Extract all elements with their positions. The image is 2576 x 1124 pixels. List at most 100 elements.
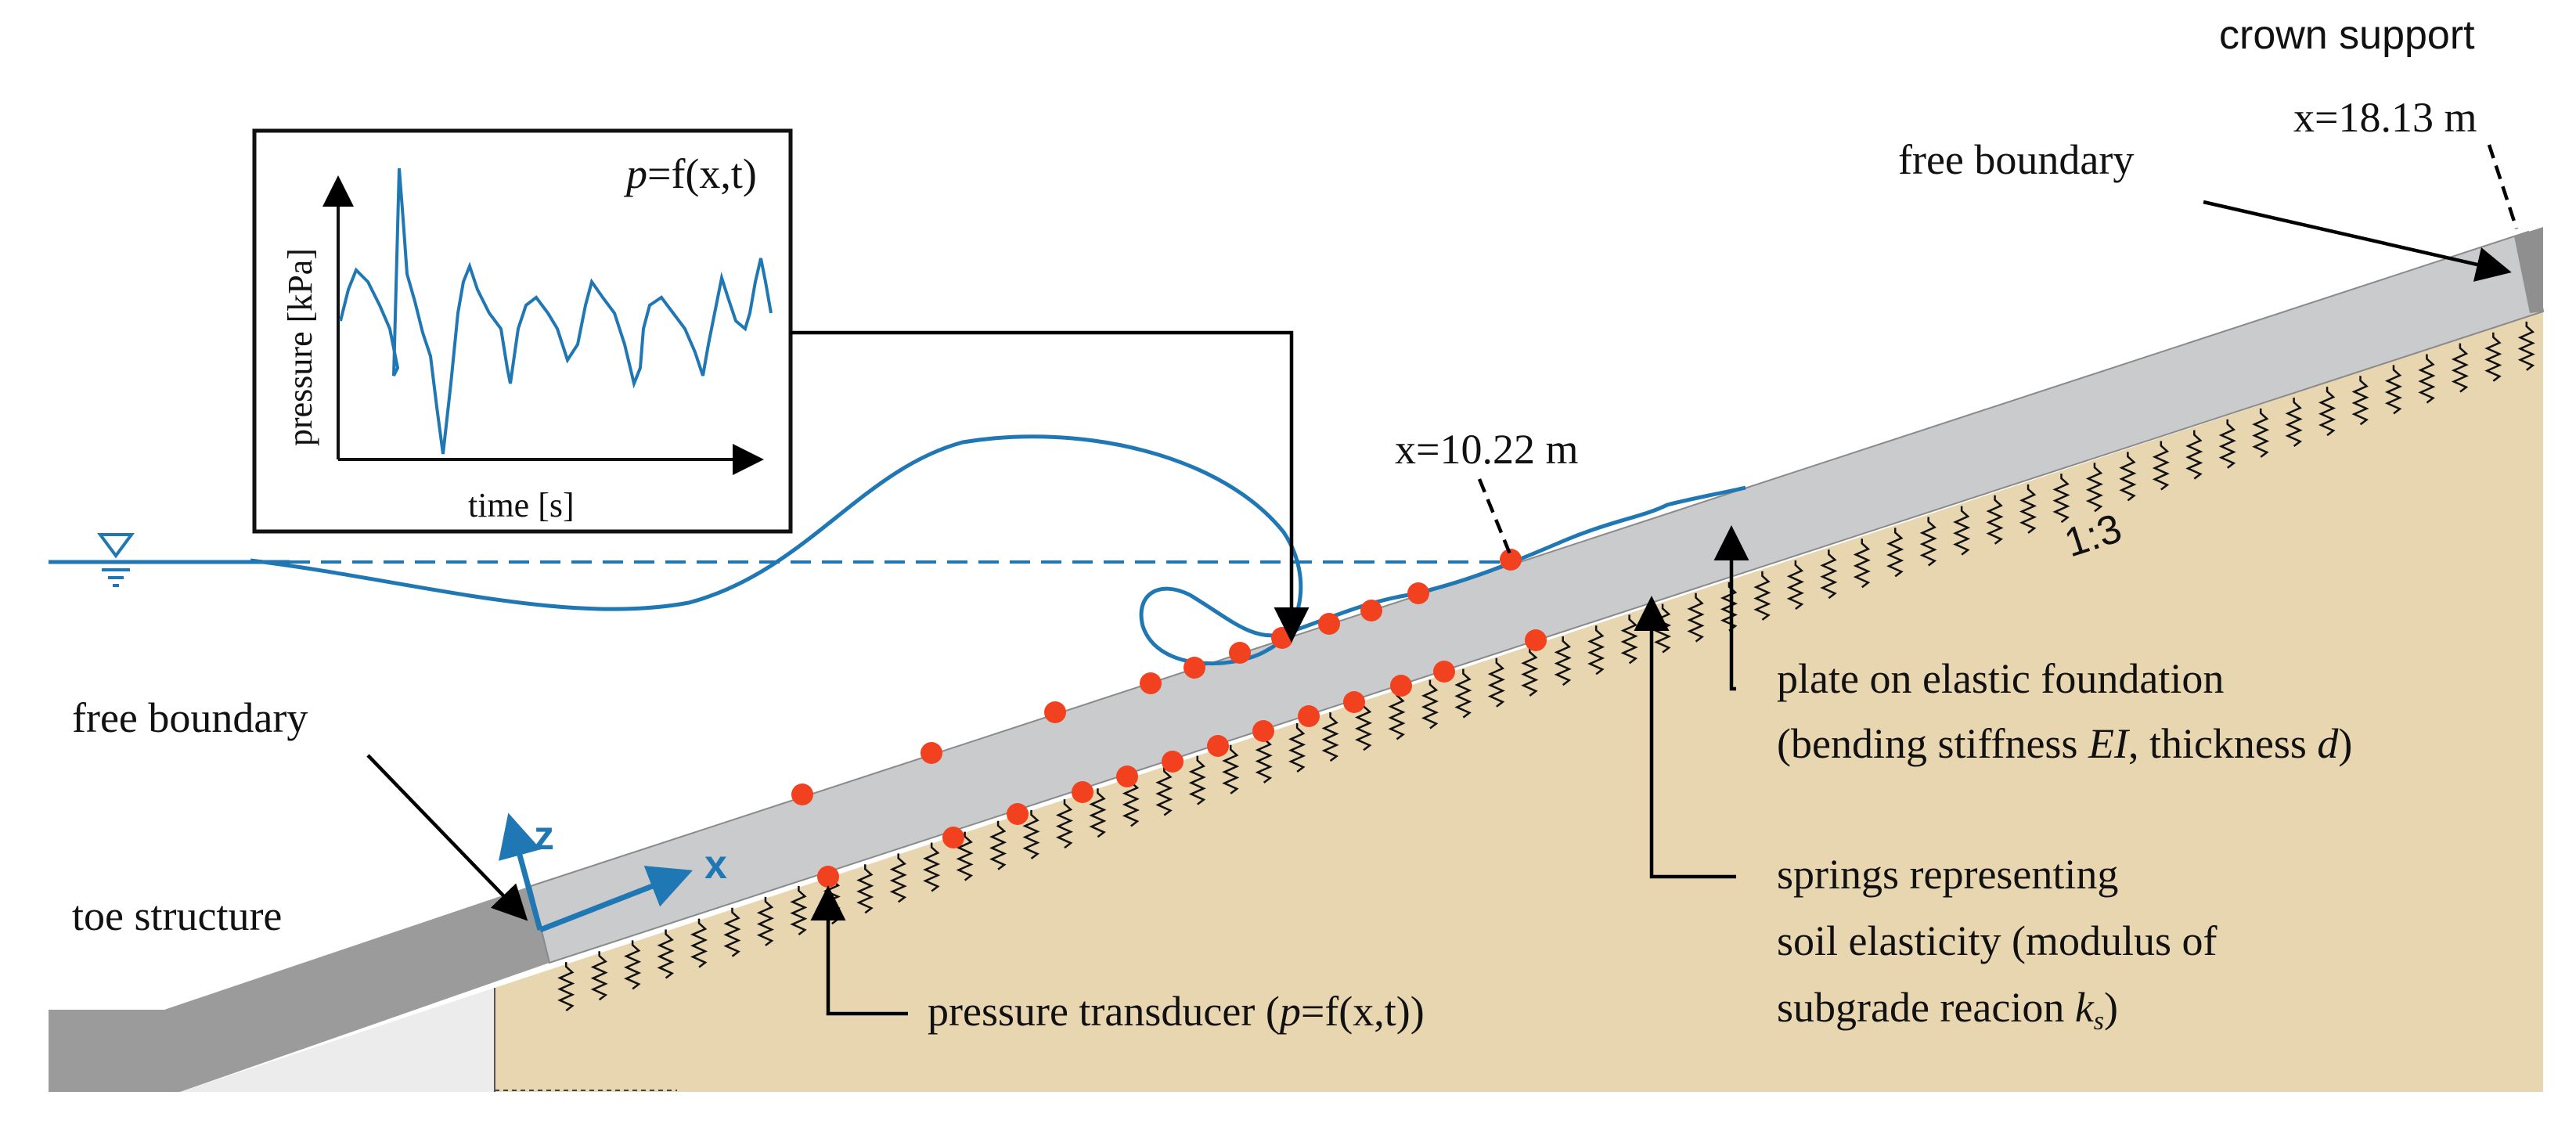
pressure-transducer-dot — [1162, 751, 1184, 773]
spring — [2185, 430, 2203, 480]
spring — [1255, 733, 1273, 784]
crown-support-label: crown support — [2219, 13, 2475, 58]
toe-structure — [49, 886, 549, 1092]
transducer-label: pressure transducer (p=f(x,t)) — [928, 988, 1425, 1035]
spring — [2451, 343, 2469, 393]
plate-label-line1: plate on elastic foundation — [1777, 655, 2224, 702]
spring — [2484, 332, 2502, 382]
pressure-transducer-dot — [1207, 735, 1229, 757]
pressure-transducer-dot — [1407, 582, 1429, 604]
pressure-trace — [339, 168, 773, 455]
inset-xlabel: time [s] — [468, 486, 575, 524]
spring — [723, 907, 741, 957]
pressure-transducer-dot — [1184, 657, 1205, 679]
spring — [1055, 799, 1074, 849]
free-boundary-left-label: free boundary — [72, 694, 308, 741]
spring — [1753, 571, 1771, 621]
spring — [1354, 701, 1373, 751]
spring — [2384, 365, 2403, 415]
pressure-transducer-dot — [1343, 691, 1365, 713]
spring — [2052, 474, 2070, 524]
mid-x-label: x=10.22 m — [1395, 426, 1578, 473]
crown-x-dash — [2487, 144, 2519, 229]
spring — [1953, 506, 1971, 556]
spring — [1222, 744, 1240, 794]
springs-leader — [1634, 596, 1736, 879]
spring — [1886, 528, 1904, 578]
plate-label-line2: (bending stiffness EI, thickness d) — [1777, 720, 2352, 767]
pressure-transducer-dot — [1007, 803, 1029, 825]
spring — [2418, 354, 2436, 404]
spring — [989, 820, 1007, 870]
pressure-transducer-dot — [1229, 642, 1251, 664]
spring — [956, 831, 974, 881]
spring — [856, 864, 874, 914]
spring — [790, 886, 808, 935]
spring — [1919, 517, 1937, 567]
pressure-transducer-dot — [1116, 766, 1138, 787]
spring — [1421, 679, 1439, 730]
spring — [2318, 387, 2336, 437]
spring — [1089, 788, 1107, 838]
springs-label-line3: subgrade reacion ks) — [1777, 984, 2118, 1036]
spring — [756, 896, 774, 946]
spring — [1188, 755, 1206, 805]
spring — [1521, 647, 1539, 697]
spring — [1454, 668, 1472, 719]
spring — [1786, 560, 1804, 610]
pressure-sensors — [791, 549, 1547, 888]
inset-leader — [791, 330, 1310, 643]
spring — [1122, 777, 1140, 827]
spring — [889, 853, 907, 903]
pressure-transducer-dot — [1044, 701, 1066, 723]
spring — [1487, 657, 1505, 708]
water-level-icon — [97, 533, 135, 587]
spring — [657, 929, 675, 979]
pressure-inset: p=f(x,t) pressure [kPa] time [s] — [252, 128, 793, 534]
inset-ylabel: pressure [kPa] — [281, 248, 319, 446]
spring — [1321, 712, 1339, 762]
free-boundary-top-label: free boundary — [1898, 136, 2134, 183]
pressure-transducer-dot — [1072, 781, 1093, 803]
pressure-transducer-dot — [1433, 661, 1455, 683]
plate-leader — [1713, 525, 1749, 691]
spring — [557, 962, 575, 1012]
spring — [1853, 539, 1871, 589]
spring — [1687, 593, 1705, 643]
spring — [690, 918, 708, 968]
toe-base — [180, 988, 495, 1092]
springs-layer — [557, 321, 2535, 1012]
pressure-transducer-dot — [1140, 672, 1162, 694]
coordinate-axes: x z — [499, 812, 727, 933]
toe-structure-label: toe structure — [72, 892, 282, 939]
mid-x-dash — [1477, 478, 1513, 557]
transducer-leader — [810, 885, 908, 1016]
free-boundary-top-arrow — [2203, 200, 2512, 282]
spring — [2019, 484, 2037, 534]
spring — [2152, 441, 2170, 491]
spring — [2351, 376, 2369, 426]
axis-z-label: z — [534, 813, 554, 859]
crown-x-label: x=18.13 m — [2293, 94, 2477, 141]
pressure-transducer-dot — [1252, 720, 1274, 742]
spring — [2517, 321, 2535, 371]
spring — [1022, 809, 1040, 859]
springs-label-line2: soil elasticity (modulus of — [1777, 917, 2217, 964]
inset-formula-label: p=f(x,t) — [623, 150, 757, 197]
spring — [1620, 614, 1638, 665]
spring — [590, 951, 608, 1001]
pressure-transducer-dot — [1360, 600, 1382, 621]
pressure-transducer-dot — [1525, 629, 1547, 651]
pressure-transducer-dot — [1390, 675, 1412, 697]
spring — [1986, 495, 2004, 545]
spring — [1820, 549, 1838, 600]
spring — [923, 842, 941, 892]
free-boundary-left-arrow — [366, 754, 528, 921]
pressure-transducer-dot — [921, 742, 942, 764]
spring — [1388, 690, 1406, 740]
pressure-transducer-dot — [942, 827, 964, 848]
pressure-transducer-dot — [791, 784, 813, 805]
spring — [2085, 463, 2103, 513]
pressure-transducer-dot — [1298, 705, 1320, 727]
